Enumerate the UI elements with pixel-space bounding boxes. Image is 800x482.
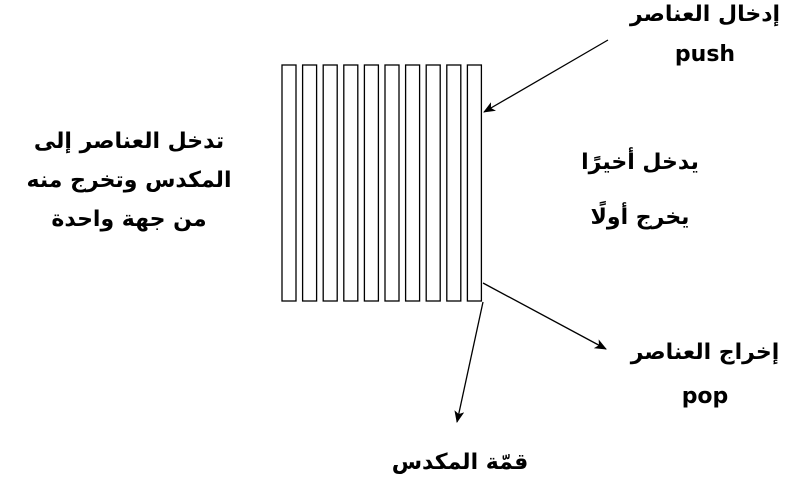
top-of-stack-label: قمّة المكدس — [391, 450, 529, 475]
stack-element — [384, 64, 400, 302]
stack-element — [343, 64, 359, 302]
stack-element — [446, 64, 462, 302]
stack-bars — [281, 64, 483, 302]
push-label-ar: إدخال العناصر — [629, 2, 781, 27]
pop-arrow — [482, 282, 607, 350]
stack-element — [404, 64, 421, 302]
stack-element — [466, 64, 483, 302]
push-label-en: push — [674, 42, 736, 67]
lifo-line-1: يدخل أخيرًا — [581, 150, 699, 175]
description-line-3: من جهة واحدة — [51, 207, 207, 232]
description-line-2: المكدس وتخرج منه — [26, 168, 232, 193]
stack-element — [425, 64, 441, 302]
pop-label-en: pop — [681, 384, 729, 409]
stack-element — [322, 64, 338, 302]
stack-element — [301, 64, 318, 302]
lifo-line-2: يخرج أولًا — [590, 205, 690, 230]
stack-element — [281, 64, 297, 302]
push-arrow — [483, 39, 609, 113]
pop-label-ar: إخراج العناصر — [630, 340, 780, 365]
stack-element — [363, 64, 380, 302]
description-line-1: تدخل العناصر إلى — [33, 129, 225, 154]
top-arrow — [454, 301, 484, 423]
